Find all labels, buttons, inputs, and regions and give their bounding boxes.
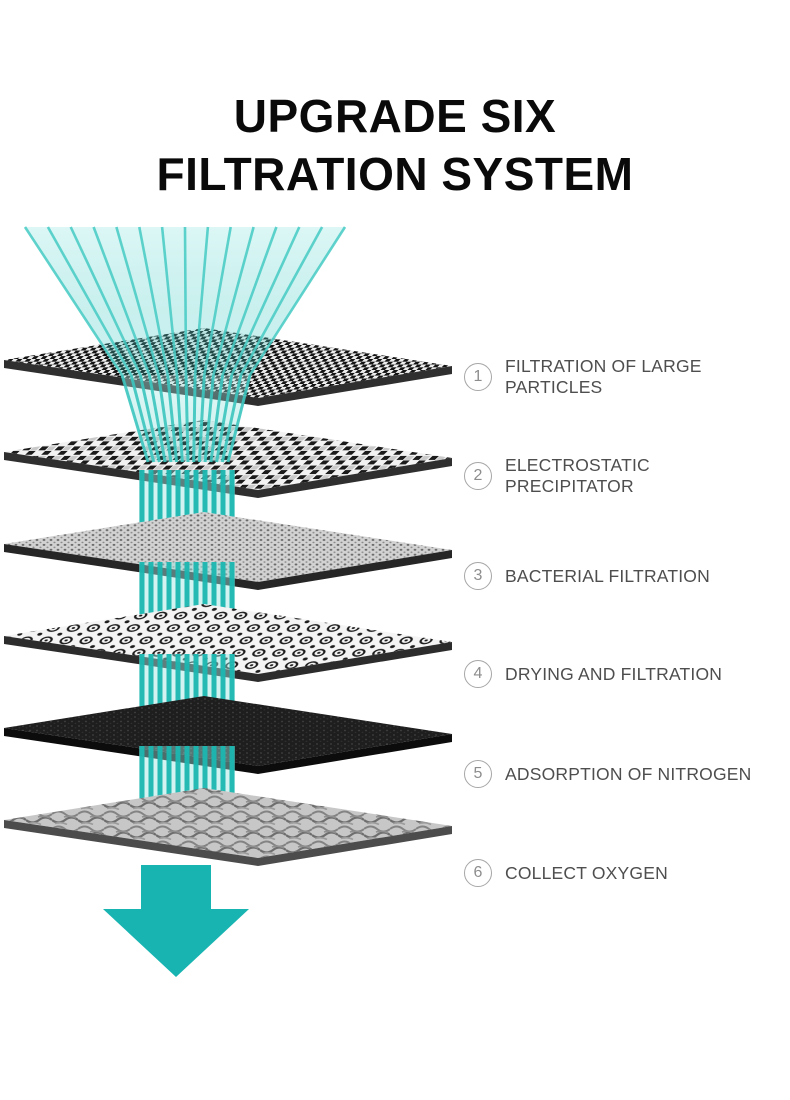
step-label-3: BACTERIAL FILTRATION — [505, 565, 710, 586]
down-arrow-icon — [103, 865, 249, 977]
step-number-badge-3: 3 — [464, 562, 492, 590]
step-number-badge-2: 2 — [464, 462, 492, 490]
step-number-badge-1: 1 — [464, 363, 492, 391]
legend-item-3: 3 BACTERIAL FILTRATION — [464, 562, 710, 590]
step-label-2: ELECTROSTATIC PRECIPITATOR — [505, 455, 650, 496]
page-title-line2: FILTRATION SYSTEM — [156, 147, 634, 200]
step-label-1: FILTRATION OF LARGE PARTICLES — [505, 356, 702, 397]
legend-item-2: 2 ELECTROSTATIC PRECIPITATOR — [464, 455, 650, 497]
legend-item-6: 6 COLLECT OXYGEN — [464, 859, 668, 887]
step-label-5: ADSORPTION OF NITROGEN — [505, 763, 752, 784]
step-number-badge-6: 6 — [464, 859, 492, 887]
step-label-6: COLLECT OXYGEN — [505, 862, 668, 883]
legend-item-1: 1 FILTRATION OF LARGE PARTICLES — [464, 356, 702, 398]
air-rays-fan — [23, 226, 347, 376]
filter-stack-graphic — [0, 225, 460, 1000]
step-number-badge-4: 4 — [464, 660, 492, 688]
step-number-badge-5: 5 — [464, 760, 492, 788]
filter-stack-illustration — [4, 226, 452, 977]
filter-layer-6 — [4, 788, 452, 866]
step-label-4: DRYING AND FILTRATION — [505, 663, 723, 684]
page-title-line1: UPGRADE SIX — [233, 90, 557, 142]
legend-item-4: 4 DRYING AND FILTRATION — [464, 660, 722, 688]
air-rays-converging — [120, 374, 252, 463]
legend-item-5: 5 ADSORPTION OF NITROGEN — [464, 760, 752, 788]
